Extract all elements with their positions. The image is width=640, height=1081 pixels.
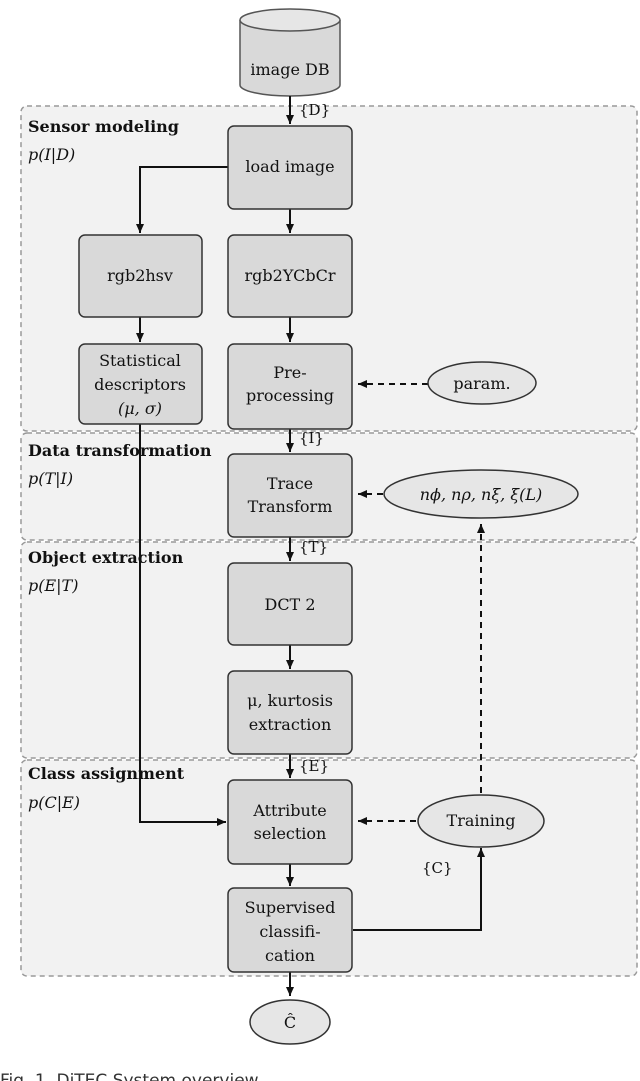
node-supervised-line2: classifi- <box>259 922 320 941</box>
edge-load-rgb2hsv <box>136 166 228 233</box>
node-statistical-descriptors: Statistical descriptors (μ, σ) <box>78 343 203 425</box>
node-kurtosis-line1: μ, kurtosis <box>247 691 333 710</box>
node-trace-params-label: nϕ, nρ, nξ, ξ(L) <box>420 485 542 504</box>
node-trace-params: nϕ, nρ, nξ, ξ(L) <box>383 469 579 519</box>
node-rgb2hsv: rgb2hsv <box>78 234 203 318</box>
node-attribute-line2: selection <box>254 824 327 843</box>
node-kurtosis-extraction: μ, kurtosis extraction <box>227 670 353 755</box>
dashed-edges <box>358 380 485 825</box>
node-trace-line2: Transform <box>248 497 333 516</box>
node-output-label: Ĉ <box>284 1012 296 1032</box>
node-kurtosis-line2: extraction <box>249 715 332 734</box>
node-supervised-line3: cation <box>265 946 315 965</box>
image-db-cylinder: image DB <box>239 8 341 97</box>
edges <box>136 96 485 996</box>
node-statistical-line3: (μ, σ) <box>118 399 162 418</box>
section-title-class: Class assignment <box>28 764 185 783</box>
node-param: param. <box>427 361 537 405</box>
process-boxes: load image rgb2hsv rgb2YCbCr Statistical… <box>78 125 353 973</box>
node-param-label: param. <box>453 374 510 393</box>
ellipse-nodes: param. nϕ, nρ, nξ, ξ(L) Training Ĉ <box>249 361 579 1045</box>
edge-label-c: {C} <box>422 859 453 877</box>
node-load-image-label: load image <box>245 157 334 176</box>
edge-labels: {D} {I} {T} {E} {C} <box>299 101 453 877</box>
node-preprocessing-line1: Pre- <box>273 363 306 382</box>
node-output: Ĉ <box>249 999 331 1045</box>
edge-stats-attribute <box>139 424 226 826</box>
edge-label-d: {D} <box>299 101 330 119</box>
node-supervised-line1: Supervised <box>245 898 336 917</box>
section-title-transform: Data transformation <box>28 441 212 460</box>
section-title-extraction: Object extraction <box>28 548 184 567</box>
section-titles: Sensor modeling p(I|D) Data transformati… <box>28 117 212 812</box>
edge-supervised-training <box>353 848 485 931</box>
figure-caption: Fig. 1. DiTEC System overview. <box>0 1071 262 1081</box>
node-preprocessing-line2: processing <box>246 386 334 405</box>
node-training-label: Training <box>447 811 516 830</box>
node-trace-line1: Trace <box>267 474 313 493</box>
node-rgb2hsv-label: rgb2hsv <box>107 266 173 285</box>
edge-label-i: {I} <box>299 429 324 447</box>
section-prob-extraction: p(E|T) <box>28 576 78 595</box>
node-preprocessing: Pre- processing <box>227 343 353 430</box>
node-load-image: load image <box>227 125 353 210</box>
node-rgb2ycbcr: rgb2YCbCr <box>227 234 353 318</box>
section-prob-class: p(C|E) <box>28 793 80 812</box>
edge-label-e: {E} <box>299 757 329 775</box>
node-training: Training <box>417 794 545 848</box>
section-title-sensor: Sensor modeling <box>28 117 179 136</box>
node-statistical-line2: descriptors <box>94 375 186 394</box>
node-trace-transform: Trace Transform <box>227 453 353 538</box>
edge-label-t: {T} <box>299 538 328 556</box>
section-prob-sensor: p(I|D) <box>28 145 75 164</box>
section-panel-extraction <box>20 541 638 759</box>
section-prob-transform: p(T|I) <box>28 469 73 488</box>
node-dct2: DCT 2 <box>227 562 353 646</box>
node-supervised-classification: Supervised classifi- cation <box>227 887 353 973</box>
node-statistical-line1: Statistical <box>99 351 181 370</box>
node-attribute-selection: Attribute selection <box>227 779 353 865</box>
node-dct2-label: DCT 2 <box>264 595 315 614</box>
node-attribute-line1: Attribute <box>252 801 326 820</box>
node-rgb2ycbcr-label: rgb2YCbCr <box>245 266 336 285</box>
image-db-label: image DB <box>250 60 329 79</box>
